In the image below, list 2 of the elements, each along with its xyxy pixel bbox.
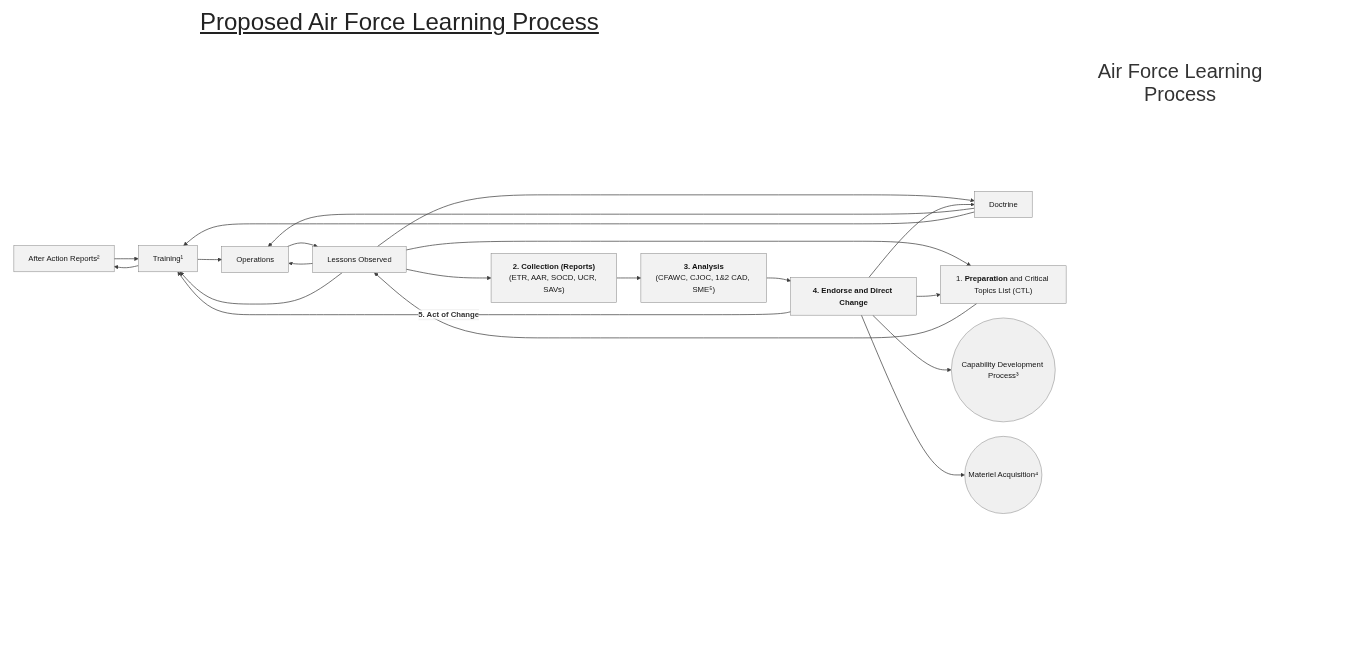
free-text-label: Air Force Learning Process bbox=[1096, 60, 1264, 106]
diagram-title: Proposed Air Force Learning Process bbox=[200, 8, 599, 36]
